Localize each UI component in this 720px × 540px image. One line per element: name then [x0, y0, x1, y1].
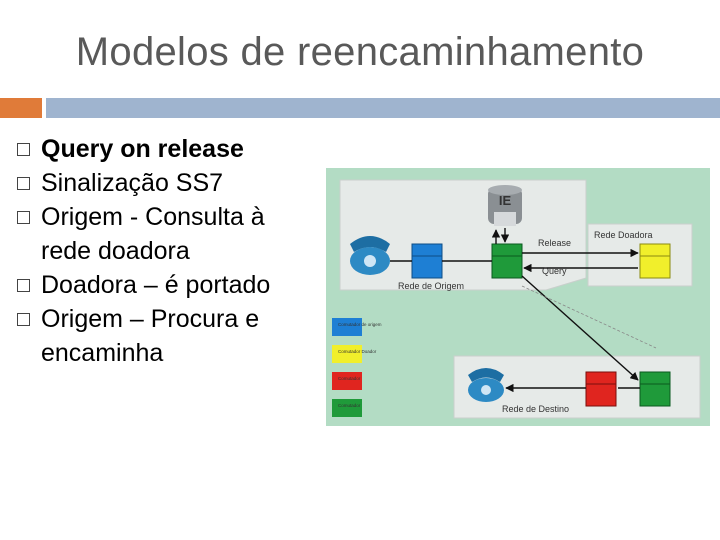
- legend-swatch-origin: [332, 318, 362, 336]
- route-to-destination-arrow: [521, 275, 639, 381]
- bullet-item: Origem – Procura e encaminha: [16, 302, 306, 370]
- legend-swatch-destination: [332, 372, 362, 390]
- origin-network-label: Rede de Origem: [398, 281, 464, 291]
- legend: Comutador de origem Comutador Doador Com…: [332, 318, 382, 417]
- ie-database-icon: IE: [488, 185, 522, 226]
- bullet-item: Doadora – é portado: [16, 268, 306, 302]
- legend-label-transit: Comutador: [338, 403, 361, 408]
- accent-bar-orange: [0, 98, 42, 118]
- bullet-text: Query on release: [41, 135, 244, 163]
- bullet-list: Query on release Sinalização SS7 Origem …: [16, 132, 306, 370]
- destination-switch-green: [639, 371, 671, 407]
- bullet-text: Sinalização SS7: [41, 169, 224, 197]
- donor-switch: [639, 243, 671, 279]
- bullet-text: Origem - Consulta à rede doadora: [41, 203, 265, 265]
- checkbox-bullet-icon: [17, 313, 30, 326]
- bullet-item: Query on release: [16, 132, 306, 166]
- porting-diagram: IE Release Query Rede de Origem Rede Doa…: [326, 168, 710, 426]
- origin-switch: [411, 243, 443, 279]
- bullet-item: Sinalização SS7: [16, 166, 306, 200]
- accent-bar-blue: [46, 98, 720, 118]
- destination-phone-icon: [468, 368, 504, 402]
- checkbox-bullet-icon: [17, 177, 30, 190]
- legend-swatch-donor: [332, 345, 362, 363]
- bullet-text: Doadora – é portado: [41, 271, 271, 299]
- checkbox-bullet-icon: [17, 143, 30, 156]
- bullet-item: Origem - Consulta à rede doadora: [16, 200, 306, 268]
- legend-label-destination: Comutador: [338, 376, 361, 381]
- checkbox-bullet-icon: [17, 279, 30, 292]
- release-label: Release: [538, 238, 571, 248]
- legend-label-donor: Comutador Doador: [338, 349, 377, 354]
- query-label: Query: [542, 266, 567, 276]
- slide-title: Modelos de reencaminhamento: [75, 30, 645, 74]
- checkbox-bullet-icon: [17, 211, 30, 224]
- legend-label-origin: Comutador de origem: [338, 322, 382, 327]
- origin-transit-switch: [491, 243, 523, 279]
- destination-switch-red: [585, 371, 617, 407]
- donor-network-label: Rede Doadora: [594, 230, 653, 240]
- origin-network-panel: [339, 179, 587, 291]
- destination-network-label: Rede de Destino: [502, 404, 569, 414]
- ie-label: IE: [499, 193, 512, 208]
- bullet-text: Origem – Procura e encaminha: [41, 305, 260, 367]
- legend-swatch-transit: [332, 399, 362, 417]
- origin-phone-icon: [350, 236, 390, 275]
